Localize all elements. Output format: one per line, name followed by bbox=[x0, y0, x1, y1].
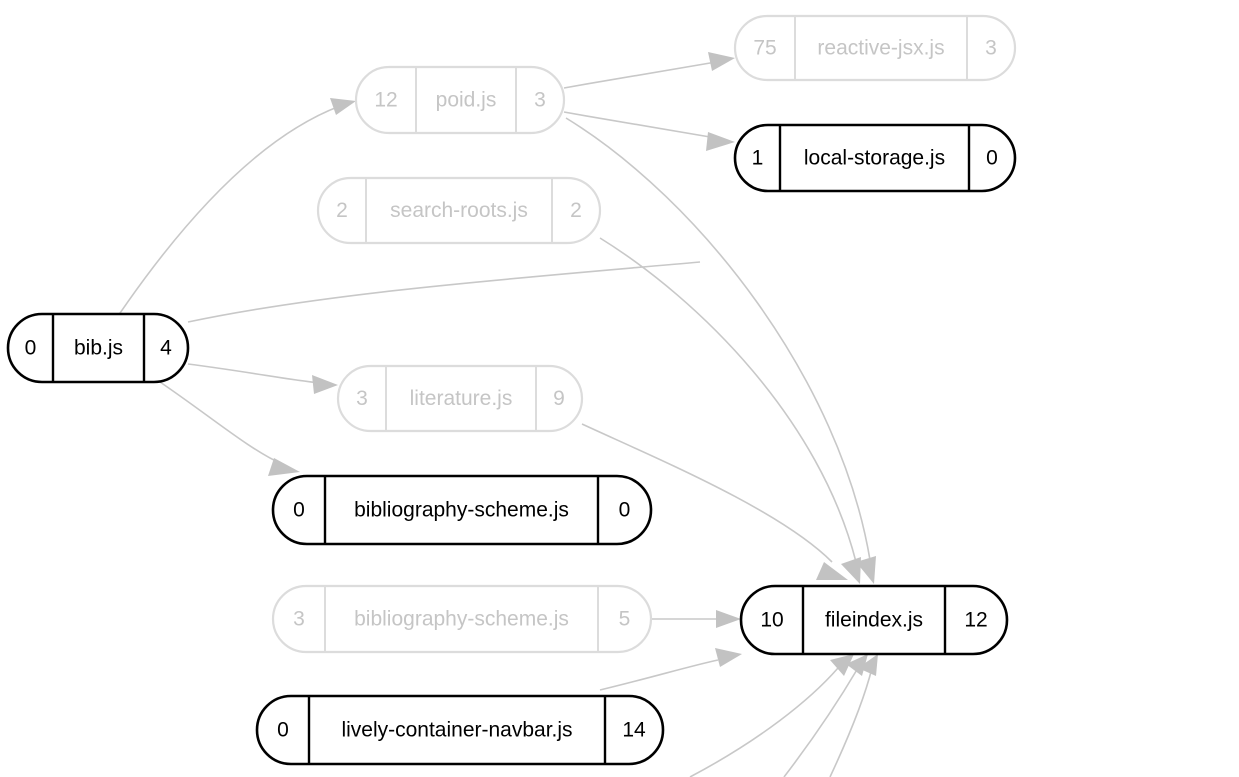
edge-bibliography-scheme-faded-to-fileindex bbox=[651, 610, 741, 628]
node-label: literature.js bbox=[410, 387, 513, 410]
node-label: bibliography-scheme.js bbox=[354, 499, 569, 522]
edge-path bbox=[581, 423, 833, 563]
edge-path bbox=[599, 659, 719, 691]
node-out-count: 4 bbox=[160, 337, 172, 360]
edge-literature-to-fileindex bbox=[581, 423, 848, 580]
node-out-count: 0 bbox=[986, 147, 998, 170]
graph-node-lively-container-navbar[interactable]: 0 lively-container-navbar.js 14 bbox=[255, 694, 665, 766]
node-body bbox=[336, 364, 584, 433]
edge-path bbox=[599, 237, 857, 563]
arrowhead-icon bbox=[716, 610, 741, 628]
node-body bbox=[733, 14, 1017, 82]
node-label: reactive-jsx.js bbox=[817, 37, 944, 60]
node-label: search-roots.js bbox=[390, 199, 528, 222]
node-in-count: 2 bbox=[336, 199, 348, 222]
graph-node-bib[interactable]: 0 bib.js 4 bbox=[6, 312, 190, 384]
graph-node-local-storage[interactable]: 1 local-storage.js 0 bbox=[733, 123, 1017, 193]
edge-lively-container-navbar-to-fileindex bbox=[599, 648, 742, 691]
arrowhead-icon bbox=[330, 98, 356, 115]
node-out-count: 0 bbox=[619, 499, 631, 522]
arrowhead-icon bbox=[708, 52, 735, 71]
node-out-count: 5 bbox=[619, 608, 631, 631]
node-out-count: 12 bbox=[964, 609, 987, 632]
node-out-count: 14 bbox=[622, 719, 646, 742]
edge-path bbox=[187, 363, 321, 384]
graph-node-bibliography-scheme-faded[interactable]: 3 bibliography-scheme.js 5 bbox=[271, 584, 653, 654]
edge-bib-to-poid bbox=[117, 98, 356, 317]
node-body bbox=[271, 474, 653, 546]
edge-path bbox=[783, 667, 859, 777]
graph-node-poid[interactable]: 12 poid.js 3 bbox=[354, 65, 566, 135]
arrowhead-icon bbox=[841, 557, 861, 584]
edge-path bbox=[689, 667, 839, 777]
edge-bib-to-search-roots bbox=[187, 261, 701, 323]
edge-layer bbox=[117, 52, 878, 777]
node-label: local-storage.js bbox=[804, 147, 945, 170]
node-in-count: 1 bbox=[752, 147, 764, 170]
node-body bbox=[271, 584, 653, 654]
node-in-count: 12 bbox=[374, 89, 397, 112]
arrowhead-icon bbox=[715, 648, 742, 667]
node-in-count: 75 bbox=[753, 37, 776, 60]
graph-node-reactive-jsx[interactable]: 75 reactive-jsx.js 3 bbox=[733, 14, 1017, 82]
edge-path bbox=[159, 381, 283, 465]
node-out-count: 2 bbox=[570, 199, 582, 222]
arrowhead-icon bbox=[856, 556, 876, 584]
graph-node-search-roots[interactable]: 2 search-roots.js 2 bbox=[316, 176, 602, 245]
node-label: bibliography-scheme.js bbox=[354, 608, 569, 631]
node-layer: 0 bib.js 4 12 poid.js 3 75 reactive-jsx.js 3 1 loc… bbox=[6, 14, 1017, 766]
edge-offscreen-1-to-fileindex bbox=[689, 654, 854, 777]
node-label: poid.js bbox=[436, 89, 497, 112]
arrowhead-icon bbox=[830, 654, 854, 676]
arrowhead-icon bbox=[706, 132, 735, 151]
edge-bib-to-bibliography-scheme bbox=[159, 381, 300, 476]
node-label: lively-container-navbar.js bbox=[341, 719, 572, 742]
node-body bbox=[739, 584, 1009, 656]
arrowhead-icon bbox=[268, 458, 300, 476]
arrowhead-icon bbox=[816, 562, 848, 580]
node-in-count: 3 bbox=[356, 387, 368, 410]
node-label: bib.js bbox=[74, 337, 123, 360]
arrowhead-icon bbox=[312, 375, 338, 394]
node-body bbox=[316, 176, 602, 245]
graph-node-literature[interactable]: 3 literature.js 9 bbox=[336, 364, 584, 433]
edge-path bbox=[563, 61, 717, 89]
node-out-count: 9 bbox=[553, 387, 565, 410]
edge-offscreen-2-to-fileindex bbox=[783, 654, 868, 777]
graph-node-fileindex[interactable]: 10 fileindex.js 12 bbox=[739, 584, 1009, 656]
edge-path bbox=[563, 111, 717, 139]
graph-node-bibliography-scheme-active[interactable]: 0 bibliography-scheme.js 0 bbox=[271, 474, 653, 546]
node-in-count: 10 bbox=[760, 609, 783, 632]
edge-poid-to-fileindex bbox=[565, 117, 876, 584]
edge-path bbox=[565, 117, 871, 561]
node-in-count: 0 bbox=[277, 719, 289, 742]
arrowhead-icon bbox=[846, 654, 868, 676]
edge-bib-to-literature bbox=[187, 363, 338, 394]
edge-poid-to-local-storage bbox=[563, 111, 735, 151]
edge-path bbox=[187, 261, 701, 323]
edge-path bbox=[117, 105, 341, 317]
node-body bbox=[354, 65, 566, 135]
node-label: fileindex.js bbox=[825, 609, 923, 632]
edge-search-roots-to-fileindex bbox=[599, 237, 861, 584]
node-out-count: 3 bbox=[534, 89, 546, 112]
node-body bbox=[733, 123, 1017, 193]
node-out-count: 3 bbox=[985, 37, 997, 60]
edge-path bbox=[829, 667, 873, 777]
node-in-count: 0 bbox=[25, 337, 37, 360]
edge-poid-to-reactive-jsx bbox=[563, 52, 735, 89]
node-in-count: 0 bbox=[293, 499, 305, 522]
node-in-count: 3 bbox=[293, 608, 305, 631]
arrowhead-icon bbox=[858, 654, 878, 676]
node-body bbox=[255, 694, 665, 766]
edge-offscreen-3-to-fileindex bbox=[829, 654, 878, 777]
